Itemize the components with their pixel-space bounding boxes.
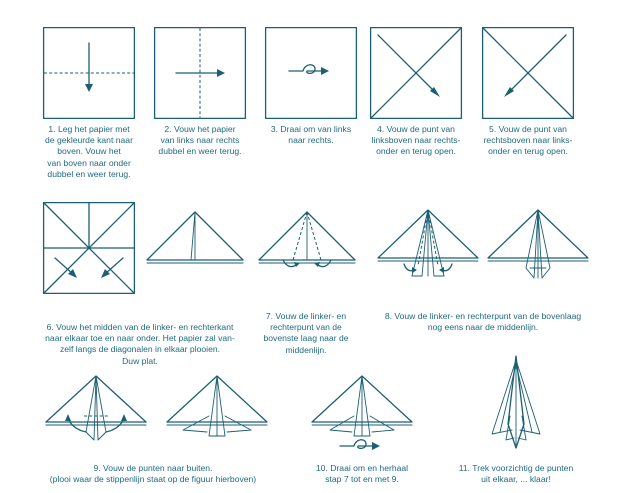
- step-1-caption: 1. Leg het papier met de gekleurde kant …: [45, 124, 133, 179]
- step-11-caption: 11. Trek voorzichtig de punten uit elkaa…: [458, 463, 574, 485]
- turn-over-and-repeat-diagram: [311, 375, 413, 450]
- flattened-triangle-diagram: [146, 211, 244, 264]
- step-7-figure: [257, 208, 357, 270]
- step-8b-figure: [486, 206, 590, 282]
- step-10-caption: 10. Draai om en herhaal stap 7 tot en me…: [315, 463, 409, 485]
- step-1-figure: [42, 26, 136, 120]
- step-2-figure: [153, 26, 247, 120]
- square-fold-right-diagram: [153, 26, 247, 120]
- step-9b-figure: [165, 372, 269, 444]
- step-3-caption: 3. Draai om van links naar rechts.: [270, 124, 352, 146]
- step-6-figure: [42, 201, 136, 295]
- step-3-figure: [264, 26, 358, 120]
- square-diagonal-fold-left-diagram: [369, 26, 463, 120]
- step-8-figure: [376, 206, 480, 282]
- step-11-figure: [488, 354, 544, 450]
- step-9-caption: 9. Vouw de punten naar buiten. (plooi wa…: [49, 463, 257, 485]
- square-turn-over-diagram: [264, 26, 358, 120]
- fold-flaps-to-center-diagram: [258, 211, 356, 268]
- square-diagonal-fold-right-diagram: [481, 26, 575, 120]
- step-7-caption: 7. Vouw de linker- en rechterpunt van de…: [263, 311, 349, 355]
- step-5-caption: 5. Vouw de punt van rechtsboven naar lin…: [483, 124, 573, 157]
- step-6-caption: 6. Vouw het midden van de linker- en rec…: [45, 322, 235, 366]
- step-10-figure: [310, 372, 414, 456]
- step-5-figure: [481, 26, 575, 120]
- square-fold-down-diagram: [42, 26, 136, 120]
- fold-again-to-center-diagram: [377, 209, 479, 277]
- fold-points-outward-diagram: [45, 375, 147, 441]
- points-spread-out-diagram: [166, 375, 268, 437]
- finished-paper-plane-diagram: [491, 355, 541, 449]
- square-collapse-diagram: [42, 201, 136, 295]
- step-4-caption: 4. Vouw de punt van linksboven naar rech…: [371, 124, 461, 157]
- step-6b-figure: [145, 208, 245, 268]
- step-9-figure: [44, 372, 148, 444]
- step-8-caption: 8. Vouw de linker- en rechterpunt van de…: [384, 311, 582, 333]
- step-4-figure: [369, 26, 463, 120]
- step-2-caption: 2. Vouw het papier van links naar rechts…: [158, 124, 242, 157]
- narrowed-point-diagram: [487, 209, 589, 279]
